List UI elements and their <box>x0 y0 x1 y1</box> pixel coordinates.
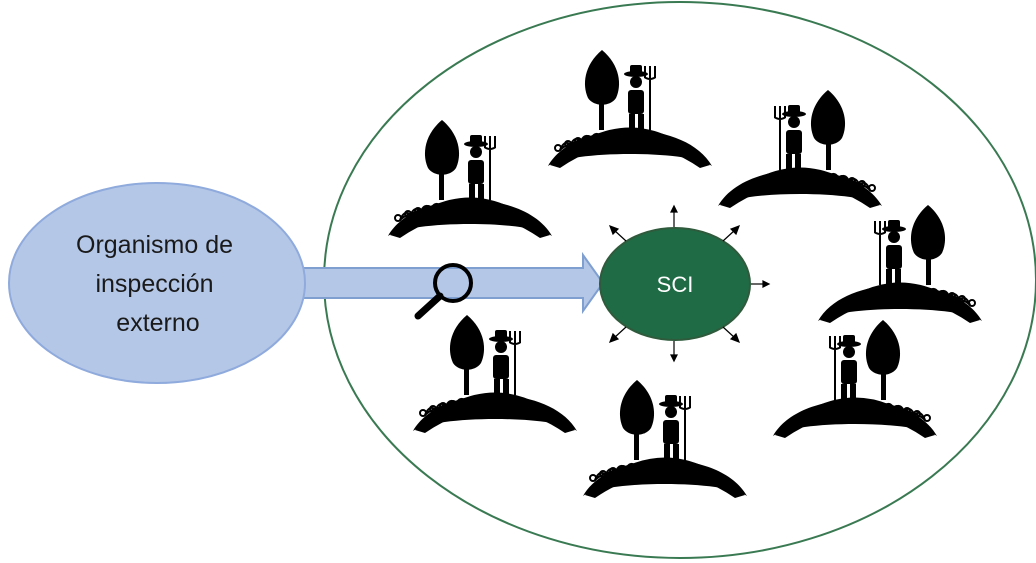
magnifying-glass-icon <box>414 263 473 320</box>
external-body-line: inspección <box>95 270 213 298</box>
sci-ellipse <box>599 227 751 341</box>
farm-icon <box>547 49 713 169</box>
farm-icon <box>387 119 553 239</box>
external-body-line: externo <box>116 309 199 337</box>
sci-label: SCI <box>657 272 694 297</box>
farm-icon <box>412 314 578 434</box>
farm-icon <box>818 205 982 323</box>
inspection-arrow <box>294 251 605 315</box>
farm-icon <box>718 90 882 208</box>
external-body-line: Organismo de <box>76 231 233 259</box>
farm-icon <box>773 320 937 438</box>
farm-icon <box>582 379 748 499</box>
external-body-ellipse <box>8 182 306 384</box>
external-body-label: Organismo de inspección externo <box>76 231 240 337</box>
outward-arrow-icon <box>608 204 771 363</box>
